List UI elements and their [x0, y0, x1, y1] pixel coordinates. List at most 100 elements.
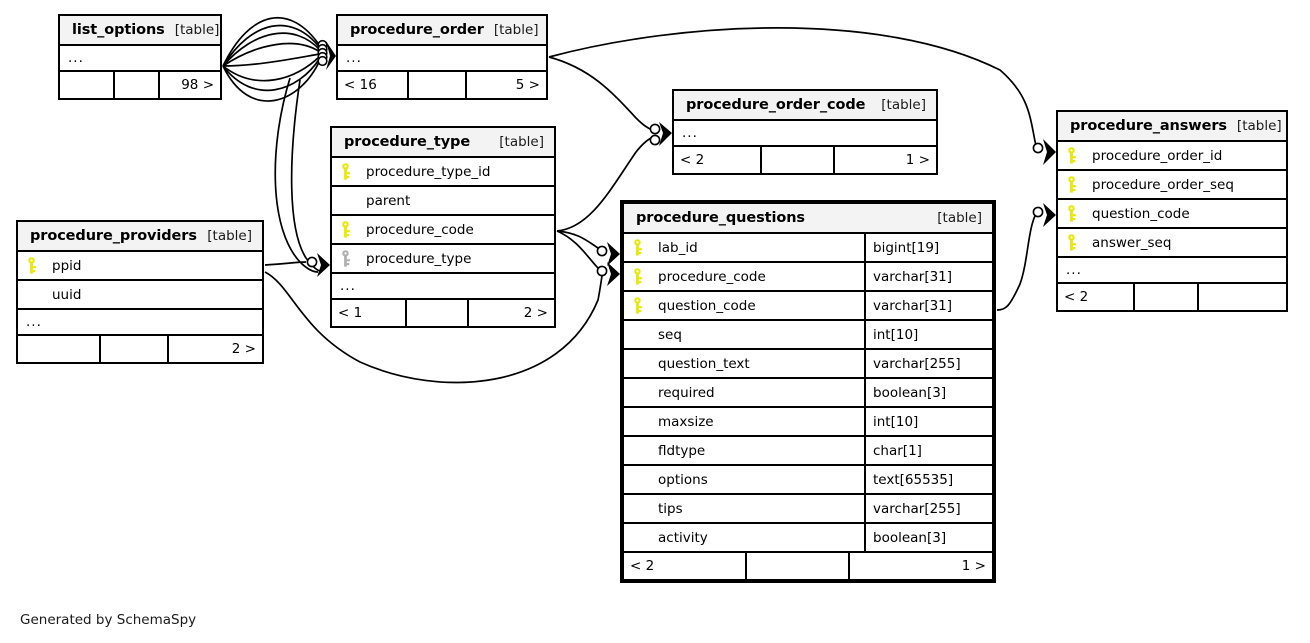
table-row[interactable]: ppid	[18, 252, 262, 281]
edge-procedure-type-to-procedure-questions-procedure-code	[556, 230, 599, 269]
table-title: procedure_questions	[636, 210, 805, 226]
table-row[interactable]: procedure_type	[332, 245, 554, 274]
table-header-procedure_providers[interactable]: procedure_providers[table]	[18, 222, 262, 252]
edge-procedure-order-to-procedure-order-code	[548, 56, 653, 131]
edge-procedure-type-to-procedure-questions-lab-id	[556, 230, 599, 249]
more-columns-ellipsis[interactable]: ...	[1058, 258, 1286, 284]
column-name: question_code	[658, 297, 756, 314]
table-node-list_options[interactable]: list_options [table]...98 >	[58, 14, 222, 100]
column-name: procedure_code	[366, 221, 474, 238]
column-type: varchar[31]	[864, 292, 992, 319]
table-node-procedure_answers[interactable]: procedure_answers[table] procedure_order_…	[1056, 110, 1288, 312]
table-title: procedure_order_code	[686, 97, 866, 113]
column-name: question_code	[1092, 205, 1190, 222]
column-name: procedure_code	[658, 268, 766, 285]
primary-key-icon	[18, 252, 44, 279]
more-columns-ellipsis[interactable]: ...	[338, 46, 546, 72]
table-header-procedure_order_code[interactable]: procedure_order_code[table]	[674, 91, 936, 121]
edge-list-options-to-procedure-order	[222, 17, 336, 102]
footer-parents-count	[60, 72, 113, 98]
edge-procedure-order-to-procedure-type	[274, 77, 319, 273]
column-type: boolean[3]	[864, 379, 992, 406]
column-type: int[10]	[864, 321, 992, 348]
column-name: lab_id	[658, 239, 698, 256]
footer-children-count	[1197, 284, 1286, 310]
table-row[interactable]: answer_seq	[1058, 229, 1286, 258]
table-row[interactable]: procedure_order_id	[1058, 142, 1286, 171]
table-row[interactable]: question_code	[1058, 200, 1286, 229]
more-columns-ellipsis[interactable]: ...	[332, 274, 554, 300]
table-row[interactable]: procedure_type_id	[332, 158, 554, 187]
generated-by-caption: Generated by SchemaSpy	[20, 612, 197, 628]
table-row[interactable]: procedure_code varchar[31]	[624, 263, 992, 292]
table-row[interactable]: tips varchar[255]	[624, 495, 992, 524]
column-name: procedure_order_id	[1092, 147, 1223, 164]
more-columns-ellipsis[interactable]: ...	[18, 310, 262, 336]
column-type: varchar[255]	[864, 495, 992, 522]
footer-middle-cell	[760, 147, 833, 173]
key-placeholder	[624, 524, 650, 551]
key-placeholder	[624, 495, 650, 522]
table-row[interactable]: question_code varchar[31]	[624, 292, 992, 321]
table-header-procedure_questions[interactable]: procedure_questions[table]	[624, 204, 992, 234]
primary-key-icon	[1058, 200, 1084, 227]
column-name: fldtype	[658, 442, 706, 459]
table-row[interactable]: procedure_code	[332, 216, 554, 245]
primary-key-icon	[624, 292, 650, 319]
footer-children-count: 2 >	[467, 300, 554, 326]
footer-parents-count: < 16	[344, 77, 377, 93]
more-columns-ellipsis[interactable]: ...	[674, 121, 936, 147]
column-name: options	[658, 471, 708, 488]
table-type-tag: [table]	[207, 228, 252, 244]
table-header-procedure_order[interactable]: procedure_order[table]	[338, 16, 546, 46]
footer-children-count: 1 >	[833, 147, 936, 173]
primary-key-icon	[624, 263, 650, 290]
more-columns-ellipsis[interactable]: ...	[60, 46, 220, 72]
key-placeholder	[18, 281, 44, 308]
table-type-tag: [table]	[174, 22, 220, 38]
column-type: varchar[31]	[864, 263, 992, 290]
column-name: tips	[658, 500, 683, 517]
column-name: procedure_type_id	[366, 163, 491, 180]
table-row[interactable]: uuid	[18, 281, 262, 310]
key-placeholder	[624, 437, 650, 464]
footer-children-count: 98 >	[158, 72, 220, 98]
table-row[interactable]: parent	[332, 187, 554, 216]
table-type-tag: [table]	[1236, 118, 1282, 134]
table-type-tag: [table]	[499, 134, 544, 150]
footer-parents-count: < 2	[630, 558, 655, 574]
table-node-procedure_order[interactable]: procedure_order[table]... < 16 5 >	[336, 14, 548, 100]
table-header-list_options[interactable]: list_options [table]	[60, 16, 220, 46]
footer-middle-cell	[113, 72, 158, 98]
table-title: procedure_order	[350, 22, 484, 38]
column-name: activity	[658, 529, 708, 546]
table-title: list_options	[72, 22, 165, 38]
footer-parents-count: < 2	[1064, 289, 1089, 305]
footer-children-count: 5 >	[465, 72, 546, 98]
table-row[interactable]: procedure_order_seq	[1058, 171, 1286, 200]
key-placeholder	[624, 321, 650, 348]
key-placeholder	[624, 408, 650, 435]
column-name: maxsize	[658, 413, 714, 430]
primary-key-icon	[1058, 171, 1084, 198]
key-placeholder	[624, 350, 650, 377]
table-header-procedure_answers[interactable]: procedure_answers[table]	[1058, 112, 1286, 142]
edge-procedure-questions-to-procedure-answers	[996, 213, 1037, 311]
table-header-procedure_type[interactable]: procedure_type[table]	[332, 128, 554, 158]
key-placeholder	[332, 187, 358, 214]
